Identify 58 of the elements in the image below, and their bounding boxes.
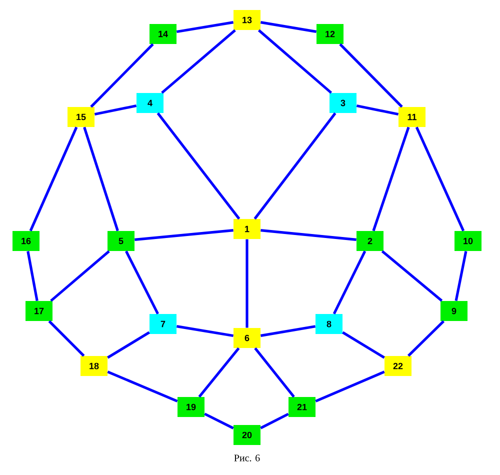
number-box: 14 xyxy=(150,24,176,44)
connector-line xyxy=(454,250,468,302)
connector-line xyxy=(198,347,240,398)
connector-line xyxy=(260,325,316,337)
number-box: 13 xyxy=(234,10,260,30)
number-box: 4 xyxy=(136,93,164,113)
connector-line xyxy=(176,325,234,337)
connector-line xyxy=(260,21,317,33)
connector-line xyxy=(125,250,159,314)
connector-line xyxy=(134,229,234,241)
connector-line xyxy=(356,104,399,116)
connector-line xyxy=(161,29,236,94)
number-box: 18 xyxy=(80,356,108,376)
connector-line xyxy=(107,331,150,359)
number-box: 17 xyxy=(26,301,52,321)
connector-line xyxy=(246,239,248,328)
connector-line xyxy=(372,126,410,232)
number-box: 8 xyxy=(316,314,342,334)
number-box: 10 xyxy=(454,231,482,251)
connector-line xyxy=(29,126,78,232)
connector-line xyxy=(48,320,85,357)
connector-line xyxy=(204,412,234,430)
number-box: 19 xyxy=(178,397,204,417)
connector-line xyxy=(176,21,234,33)
connector-line xyxy=(407,320,445,357)
number-box: 7 xyxy=(150,314,176,334)
number-box: 3 xyxy=(330,93,356,113)
number-box: 5 xyxy=(108,231,134,251)
connector-line xyxy=(26,250,38,302)
number-box: 21 xyxy=(288,397,316,417)
number-box: 2 xyxy=(356,231,384,251)
connector-line xyxy=(156,112,240,220)
connector-line xyxy=(90,43,154,108)
number-box: 15 xyxy=(68,107,94,127)
connector-line xyxy=(260,229,356,241)
connector-line xyxy=(339,43,403,108)
connector-line xyxy=(254,112,336,220)
number-box: 12 xyxy=(316,24,344,44)
number-box: 16 xyxy=(12,231,40,251)
connector-line xyxy=(94,104,137,116)
connector-line xyxy=(83,126,119,232)
number-box: 11 xyxy=(398,107,426,127)
caption: Рис. 6 xyxy=(234,454,260,462)
connector-line xyxy=(415,126,465,232)
connector-line xyxy=(332,250,366,314)
number-box: 22 xyxy=(384,356,412,376)
connector-line xyxy=(254,347,295,398)
number-box: 1 xyxy=(234,219,260,239)
connector-line xyxy=(258,29,332,94)
connector-line xyxy=(50,250,110,302)
connector-line xyxy=(107,370,178,402)
number-box: 9 xyxy=(440,301,468,321)
number-box: 20 xyxy=(234,425,260,445)
connector-line xyxy=(315,370,385,402)
number-box: 6 xyxy=(234,328,260,348)
connector-line xyxy=(260,412,289,430)
connector-line xyxy=(381,250,443,302)
connector-line xyxy=(342,331,385,359)
